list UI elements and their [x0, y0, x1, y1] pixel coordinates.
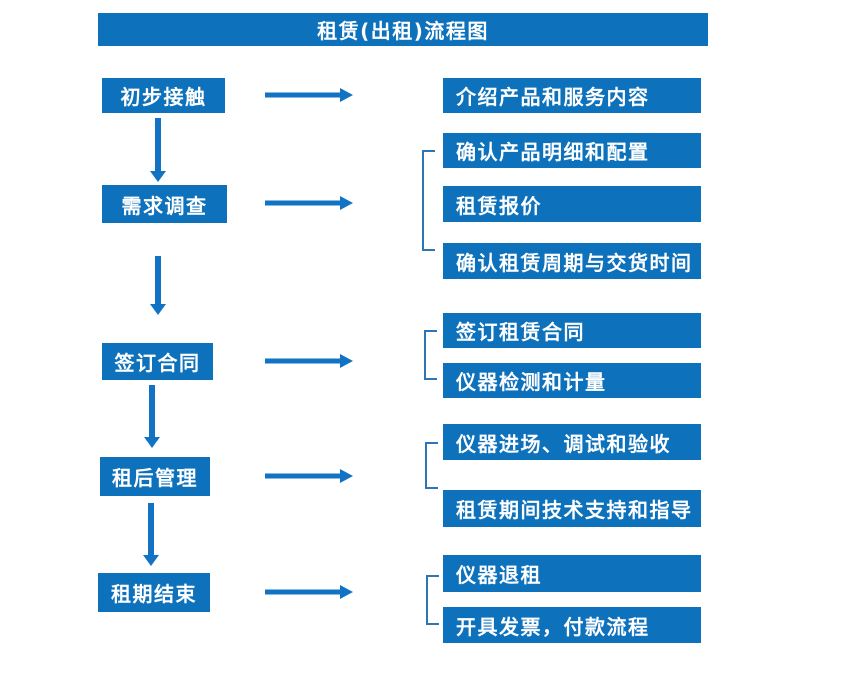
- stage-box-post-rental-management: 租后管理: [100, 457, 210, 496]
- detail-box-sign-rental-contract: 签订租赁合同: [443, 313, 701, 348]
- down-arrow-3: [144, 385, 160, 448]
- stage-box-rental-end: 租期结束: [98, 573, 210, 612]
- detail-box-introduce-products: 介绍产品和服务内容: [443, 78, 701, 113]
- stage-box-sign-contract: 签订合同: [102, 343, 213, 380]
- stage-box-initial-contact: 初步接触: [102, 78, 225, 113]
- right-arrow-demand-survey: [265, 196, 353, 210]
- bracket-demand-survey-group: [422, 150, 435, 251]
- bracket-sign-contract-group: [424, 330, 437, 380]
- down-arrow-2: [150, 256, 166, 315]
- right-arrow-initial-contact: [265, 88, 353, 102]
- down-arrow-1: [150, 118, 166, 182]
- right-arrow-rental-end: [265, 585, 353, 599]
- down-arrow-4: [143, 503, 159, 566]
- detail-box-confirm-rental-period: 确认租赁周期与交货时间: [443, 243, 701, 279]
- bracket-rental-end-group: [426, 575, 439, 625]
- stage-box-demand-survey: 需求调查: [102, 185, 227, 223]
- detail-box-instrument-return: 仪器退租: [443, 555, 701, 592]
- right-arrow-sign-contract: [265, 354, 353, 368]
- detail-box-rental-quote: 租赁报价: [443, 186, 701, 222]
- detail-box-invoice-payment: 开具发票，付款流程: [443, 607, 701, 643]
- detail-box-confirm-product-details: 确认产品明细和配置: [443, 133, 701, 168]
- detail-box-instrument-setup: 仪器进场、调试和验收: [443, 424, 701, 460]
- right-arrow-post-rental-management: [265, 469, 353, 483]
- flowchart-title: 租赁(出租)流程图: [98, 13, 708, 46]
- detail-box-instrument-testing: 仪器检测和计量: [443, 363, 701, 398]
- bracket-post-rental-group: [425, 442, 438, 489]
- detail-box-technical-support: 租赁期间技术支持和指导: [443, 490, 701, 527]
